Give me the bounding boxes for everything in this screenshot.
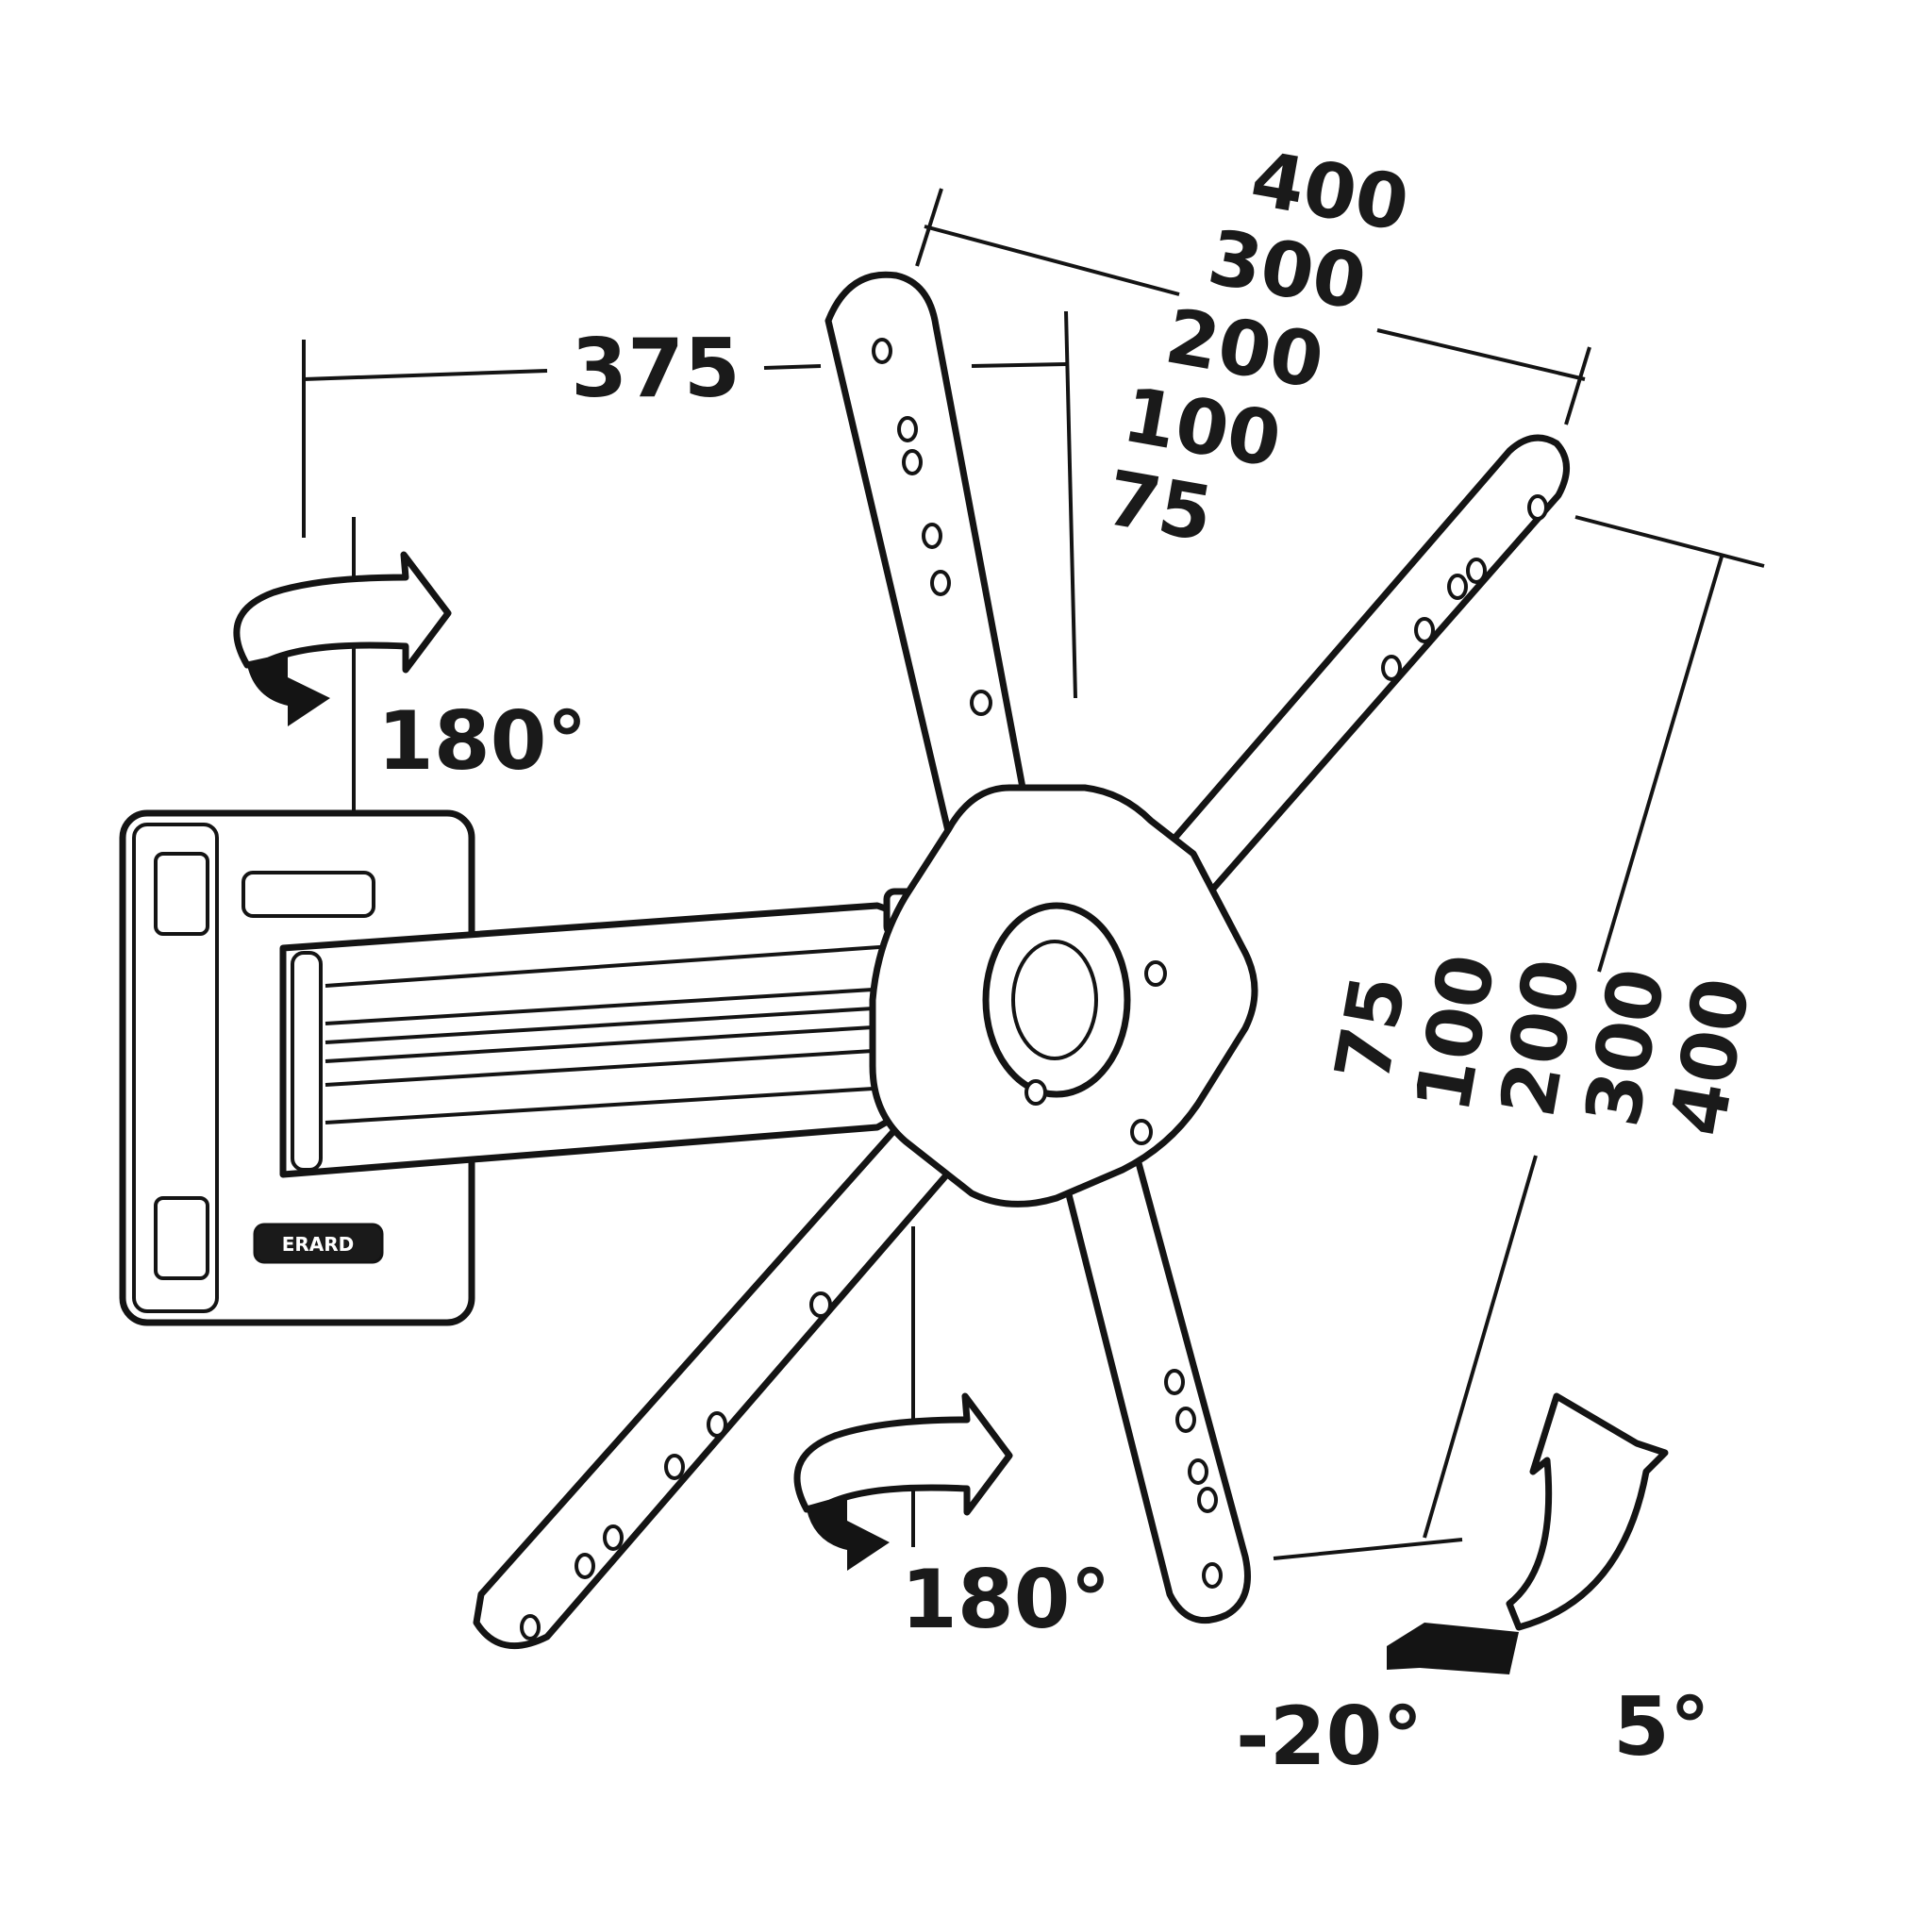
vesa-v-75: 75 xyxy=(1318,969,1423,1088)
wall-swivel-label: 180° xyxy=(377,694,588,789)
vesa-arm-lower-right xyxy=(1048,1100,1251,1624)
tilt-arrow-icon xyxy=(1387,1392,1669,1674)
vesa-h-75: 75 xyxy=(1100,454,1219,558)
pivot-axis-lines xyxy=(352,517,915,1547)
center-hub xyxy=(809,690,1258,1318)
dimension-375 xyxy=(302,310,1077,699)
dimension-vesa-vertical xyxy=(1273,515,1765,1560)
brand-badge xyxy=(253,1223,384,1264)
tilt-down-label: -20° xyxy=(1236,1690,1423,1784)
arm-extension-label: 375 xyxy=(571,322,741,416)
brand-label: ERARD xyxy=(282,1233,355,1256)
head-swivel-arrow-icon xyxy=(793,1392,1013,1571)
dimension-vesa-horizontal xyxy=(915,188,1591,425)
tilt-up-label: 5° xyxy=(1613,1680,1710,1774)
vesa-arm-upper-right xyxy=(1072,434,1570,985)
vesa-vertical-labels: 75 100 200 300 400 xyxy=(1318,948,1767,1142)
wall-swivel-arrow-icon xyxy=(233,551,452,726)
head-swivel-label: 180° xyxy=(901,1553,1111,1647)
vesa-horizontal-labels: 400 300 200 100 75 xyxy=(1100,135,1415,558)
